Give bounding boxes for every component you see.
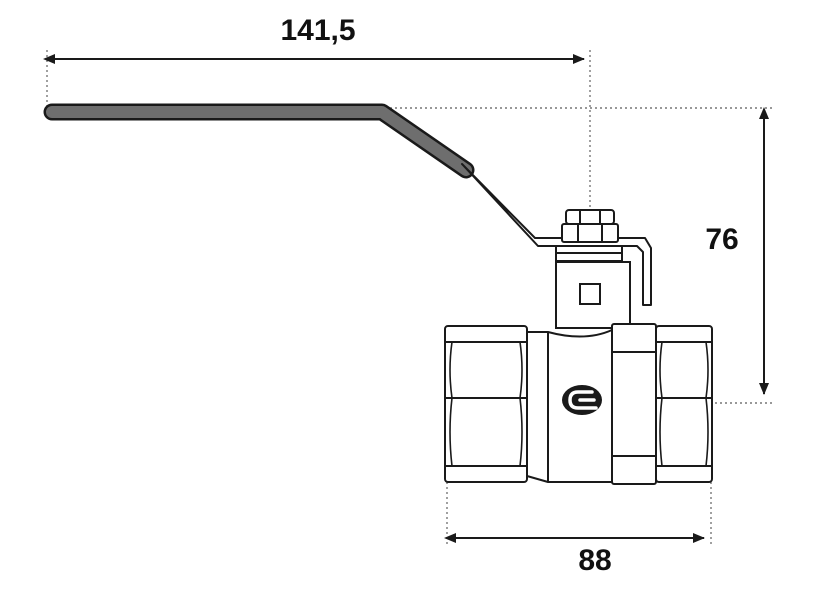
stem-washer <box>555 245 623 254</box>
stem-washer-lower <box>555 252 623 262</box>
dimension-lines <box>43 54 769 543</box>
right-hex-port <box>655 325 713 483</box>
left-hex-port <box>444 325 528 483</box>
stem-square-window <box>579 283 601 305</box>
stem-nut-top <box>565 209 615 225</box>
stem-nut-lower <box>561 223 619 243</box>
handle-length-label: 141,5 <box>280 14 355 47</box>
cp-brand-logo-icon <box>562 385 602 415</box>
height-label: 76 <box>705 223 738 256</box>
handle-coating-fill <box>46 106 472 176</box>
stem-assembly <box>555 209 631 329</box>
body-length-label: 88 <box>578 544 611 577</box>
right-collar <box>611 323 657 485</box>
